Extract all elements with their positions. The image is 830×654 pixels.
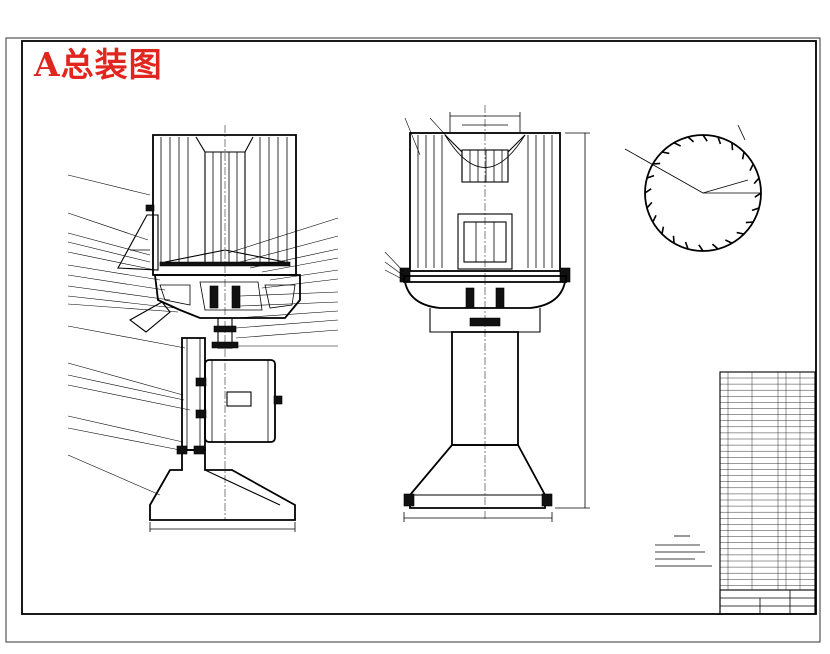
tooth-mark [741,151,745,160]
tooth-mark [672,235,675,244]
parts-list-table [719,371,816,615]
tooth-mark [724,239,733,244]
tooth-mark [684,241,689,250]
inner-frame [21,40,817,615]
tooth-mark [698,244,704,252]
part-leaders-left [67,174,339,496]
outer-frame [5,37,821,643]
tooth-mark [652,162,661,165]
tooth-mark [644,188,652,194]
top-circular-view [624,124,762,252]
technical-notes [655,535,712,567]
tooth-mark [702,134,708,142]
tooth-mark [661,151,670,155]
tooth-mark [711,243,719,250]
tank-front-ribs [417,135,553,268]
tooth-mark [646,174,655,179]
tooth-marks [644,134,762,252]
tooth-mark [745,221,754,224]
tooth-mark [646,201,653,209]
tooth-mark [736,231,745,235]
tooth-mark [652,214,657,223]
tooth-mark [687,136,695,143]
tooth-mark [717,136,722,145]
tooth-mark [754,192,762,198]
drawing-title: A总装图 [34,45,163,84]
tank-ribs [160,137,288,262]
tooth-mark [753,177,760,185]
tooth-mark [731,142,734,151]
left-sectional-view [117,125,301,532]
title-block [719,589,816,615]
front-elevation-view [384,105,590,522]
tooth-mark [661,226,665,235]
tooth-mark [673,142,682,147]
tooth-mark [751,207,760,212]
tooth-mark [749,163,754,172]
